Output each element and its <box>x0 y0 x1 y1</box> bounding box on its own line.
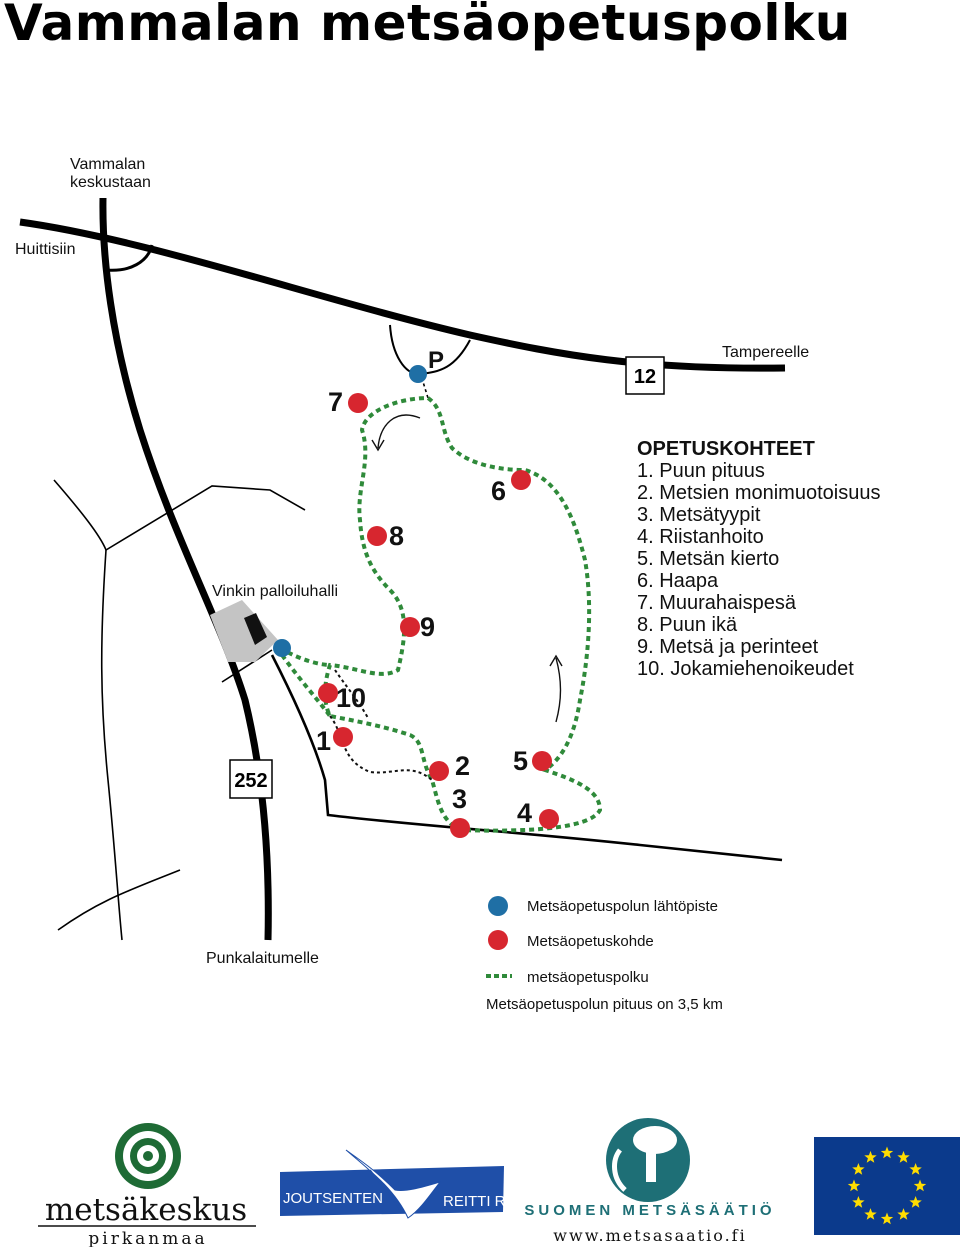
start-point-parking <box>409 365 427 383</box>
legend-item: 8. Puun ikä <box>637 614 738 636</box>
eu-star <box>847 1179 861 1192</box>
legend-item: 5. Metsän kierto <box>637 548 779 570</box>
stop-number: 1 <box>316 726 331 756</box>
label-tampere: Tampereelle <box>722 344 809 361</box>
label-punkalaidun: Punkalaitumelle <box>206 950 319 967</box>
direction-arrow <box>549 654 563 667</box>
stop-number: 2 <box>455 751 470 781</box>
metsakeskus-logo: metsäkeskus pirkanmaa <box>38 1123 256 1247</box>
svg-text:REITTI RY: REITTI RY <box>443 1193 515 1210</box>
legend-item: 6. Haapa <box>637 570 719 592</box>
eu-star <box>880 1146 894 1159</box>
page-title: Vammalan metsäopetuspolku <box>4 0 851 52</box>
svg-text:pirkanmaa: pirkanmaa <box>88 1229 207 1247</box>
legend-item: 7. Muurahaispesä <box>637 592 797 614</box>
eu-star <box>864 1208 877 1220</box>
direction-arrow <box>555 657 562 723</box>
label-vammala-1: Vammalan <box>70 156 145 173</box>
key-stop-icon <box>488 930 508 950</box>
stop-marker <box>367 526 387 546</box>
svg-text:metsäkeskus: metsäkeskus <box>45 1192 247 1228</box>
minor-road <box>57 869 181 931</box>
stop-number: 6 <box>491 476 506 506</box>
lower-road <box>270 654 783 862</box>
stop-number: 4 <box>517 798 532 828</box>
svg-text:www.metsasaatio.fi: www.metsasaatio.fi <box>553 1226 746 1245</box>
svg-text:12: 12 <box>634 366 656 388</box>
stop-marker <box>333 727 353 747</box>
start-point-vinkki <box>273 639 291 657</box>
minor-road <box>221 649 273 683</box>
eu-flag <box>814 1137 960 1235</box>
legend-title: OPETUSKOHTEET <box>637 438 815 460</box>
vinkki-area <box>210 600 278 662</box>
legend-item: 10. Jokamiehenoikeudet <box>637 658 854 680</box>
svg-text:252: 252 <box>234 770 267 792</box>
road-junction <box>105 244 154 272</box>
stop-number: 10 <box>336 683 366 713</box>
eu-star <box>897 1208 910 1220</box>
legend-item: 3. Metsätyypit <box>637 504 761 526</box>
eu-star <box>864 1150 877 1163</box>
legend-item: 4. Riistanhoito <box>637 526 764 548</box>
access-road <box>419 371 429 399</box>
stop-marker <box>400 617 420 637</box>
key-stop-label: Metsäopetuskohde <box>527 933 654 950</box>
direction-arrow <box>371 439 385 452</box>
road-sign-12: 12 <box>625 356 665 395</box>
eu-star <box>897 1150 910 1163</box>
eu-star <box>880 1212 894 1225</box>
vinkki-building <box>244 613 267 645</box>
legend-item: 1. Puun pituus <box>637 460 765 482</box>
stop-number: 8 <box>389 521 404 551</box>
label-vammala-2: keskustaan <box>70 174 151 191</box>
road-12 <box>19 218 786 372</box>
legend-item: 9. Metsä ja perinteet <box>637 636 819 658</box>
stop-number: 7 <box>328 387 343 417</box>
stop-number: 5 <box>513 746 528 776</box>
length-note: Metsäopetuspolun pituus on 3,5 km <box>486 996 723 1013</box>
key-start-label: Metsäopetuspolun lähtöpiste <box>527 898 718 915</box>
stop-marker <box>318 683 338 703</box>
metsasaatio-logo: SUOMEN METSÄSÄÄTIÖ www.metsasaatio.fi <box>524 1118 775 1245</box>
direction-arrow <box>377 414 421 449</box>
eu-star <box>852 1196 865 1208</box>
eu-star <box>909 1163 922 1175</box>
eu-star <box>852 1163 865 1175</box>
parking-label: P <box>428 347 444 374</box>
svg-text:JOUTSENTEN: JOUTSENTEN <box>283 1190 383 1207</box>
label-huittinen: Huittisiin <box>15 241 75 258</box>
key-start-icon <box>488 896 508 916</box>
stop-marker <box>511 470 531 490</box>
stop-marker <box>539 809 559 829</box>
stop-number: 9 <box>420 612 435 642</box>
label-vinkki: Vinkin palloiluhalli <box>212 583 338 600</box>
stop-number: 3 <box>452 784 467 814</box>
road-sign-252: 252 <box>229 759 273 799</box>
stop-marker <box>429 761 449 781</box>
joutsenten-logo: JOUTSENTEN REITTI RY <box>280 1149 515 1219</box>
legend-item: 2. Metsien monimuotoisuus <box>637 482 880 504</box>
shortcut-path <box>329 715 433 781</box>
stop-marker <box>450 818 470 838</box>
minor-road <box>100 549 123 941</box>
minor-road <box>53 479 306 552</box>
road-252 <box>99 197 272 941</box>
trail-connector <box>278 646 331 667</box>
stop-marker <box>532 751 552 771</box>
svg-text:SUOMEN METSÄSÄÄTIÖ: SUOMEN METSÄSÄÄTIÖ <box>524 1202 775 1219</box>
eu-star <box>913 1179 927 1192</box>
trail-path <box>323 396 603 833</box>
key-path-label: metsäopetuspolku <box>527 969 649 986</box>
stop-marker <box>348 393 368 413</box>
eu-star <box>909 1196 922 1208</box>
